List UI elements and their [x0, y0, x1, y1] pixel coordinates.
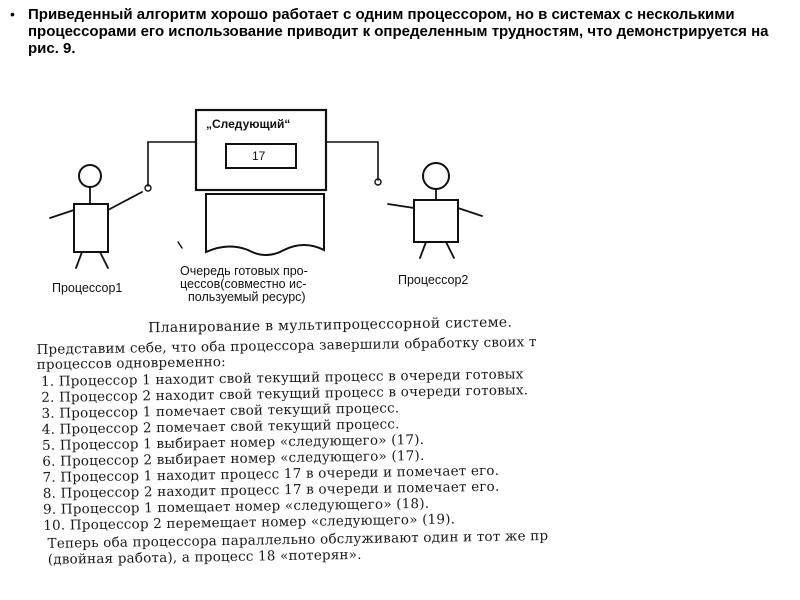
processor1-body: [74, 204, 108, 252]
figure-9: „Следующий“ 17 Очередь готовых про- цесс…: [30, 100, 590, 310]
wire-left: [148, 142, 196, 186]
queue-document: [206, 194, 324, 255]
scan-intro-line2: процессов одновременно:: [37, 354, 226, 373]
processor1-label: Процессор1: [52, 282, 122, 295]
bullet-marker: •: [10, 6, 28, 23]
queue-label-line3: пользуемый ресурс): [188, 291, 306, 304]
processor2-label: Процессор2: [398, 274, 468, 287]
scanned-text: Планирование в мультипроцессорной систем…: [36, 306, 780, 578]
processor2-head: [423, 163, 449, 189]
monitor-label: „Следующий“: [206, 118, 290, 131]
scan-title: Планирование в мультипроцессорной систем…: [148, 315, 512, 337]
bullet-text: Приведенный алгоритм хорошо работает с о…: [28, 6, 770, 57]
processor1-head: [79, 165, 101, 187]
processor2-body: [414, 200, 458, 242]
wire-right: [326, 142, 378, 180]
scan-intro-line1: Представим себе, что оба процессора заве…: [36, 334, 536, 358]
figure-drawing: [30, 100, 590, 310]
monitor-value: 17: [252, 150, 265, 163]
bullet-paragraph: • Приведенный алгоритм хорошо работает с…: [10, 6, 770, 57]
